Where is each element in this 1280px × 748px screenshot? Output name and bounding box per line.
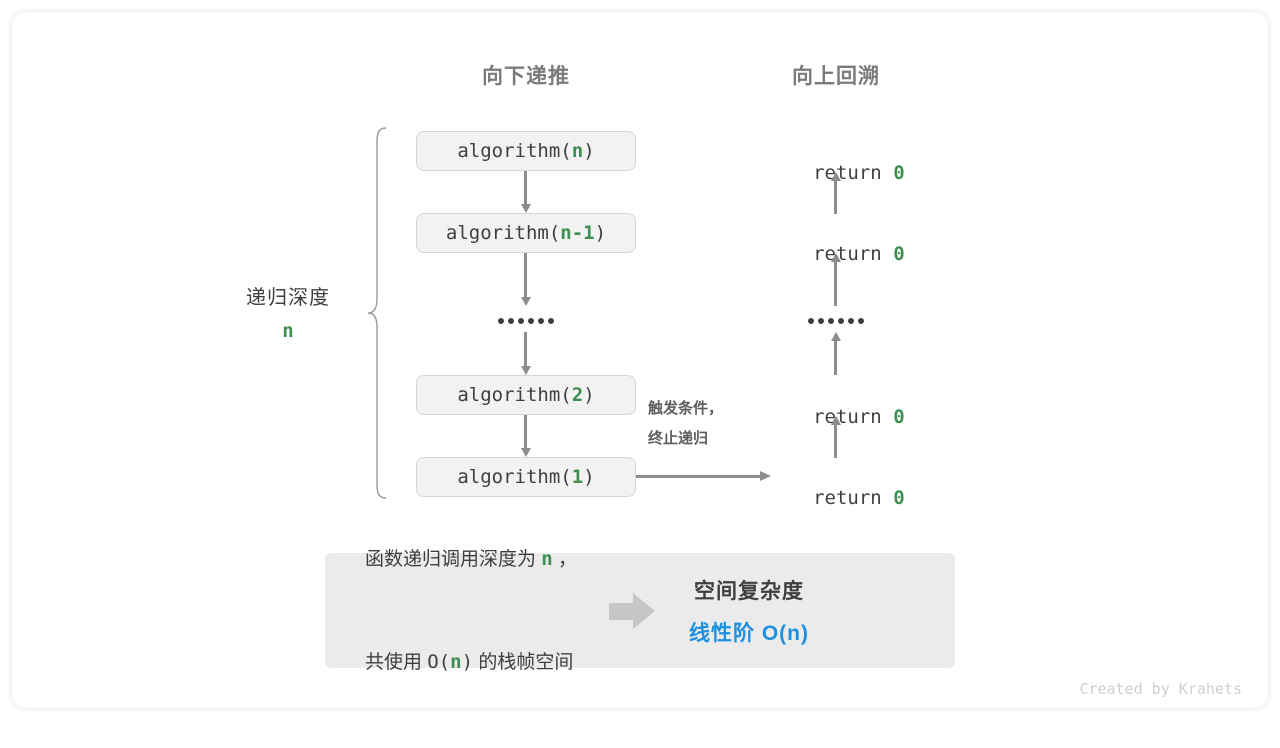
- arrow-tip: [633, 592, 656, 629]
- dot: [538, 318, 544, 324]
- dot: [528, 318, 534, 324]
- call-box-n-close: ): [583, 140, 595, 162]
- summary-line-1-pre: 函数递归调用深度为: [365, 548, 542, 570]
- return-keyword: return: [813, 162, 894, 184]
- diagram-stage: 向下递推 向上回溯 递归深度 n algorithm(n) algorithm(…: [246, 65, 1242, 698]
- summary-line-2-pre: 共使用: [365, 651, 428, 673]
- call-box-1-name: algorithm(: [457, 466, 572, 488]
- arrow-shaft: [834, 425, 837, 458]
- arrow-shaft: [524, 171, 527, 204]
- call-box-n-name: algorithm(: [457, 140, 572, 162]
- summary-line-2: 共使用 O(n) 的栈帧空间: [365, 645, 577, 680]
- ellipsis-right: [808, 318, 864, 324]
- arrow-head-up-icon: [831, 332, 841, 341]
- return-value: 0: [893, 487, 905, 509]
- column-header-descend: 向下递推: [482, 65, 570, 88]
- dot: [508, 318, 514, 324]
- dot: [808, 318, 814, 324]
- arrow-head-down-icon: [521, 448, 531, 457]
- terminate-condition-line1: 触发条件，: [648, 400, 724, 417]
- call-box-2-arg: 2: [571, 384, 584, 406]
- recursion-depth-label: 递归深度 n: [246, 281, 330, 342]
- arrow-head-up-icon: [831, 253, 841, 262]
- complexity-title: 空间复杂度: [694, 579, 804, 603]
- recursion-depth-text: 递归深度: [246, 287, 330, 309]
- recursion-depth-value: n: [282, 320, 294, 342]
- column-header-ascend: 向上回溯: [792, 65, 880, 88]
- call-box-1-arg: 1: [571, 466, 584, 488]
- call-box-2[interactable]: algorithm(2): [416, 375, 636, 415]
- dot: [848, 318, 854, 324]
- arrow-head-up-icon: [831, 172, 841, 181]
- dot: [548, 318, 554, 324]
- call-box-n[interactable]: algorithm(n): [416, 131, 636, 171]
- arrow-head-up-icon: [831, 416, 841, 425]
- return-value: 0: [893, 406, 905, 428]
- arrow-head-down-icon: [521, 297, 531, 306]
- return-value: 0: [893, 162, 905, 184]
- arrow-head-down-icon: [521, 204, 531, 213]
- return-value: 0: [893, 243, 905, 265]
- summary-line-2-close: ): [461, 650, 474, 673]
- terminate-arrow: [636, 471, 771, 482]
- call-box-2-name: algorithm(: [457, 384, 572, 406]
- arrow-shaft: [524, 332, 527, 366]
- arrow-tail: [609, 602, 636, 620]
- summary-line-1-var: n: [541, 547, 553, 570]
- call-box-n-1-arg: n-1: [560, 222, 595, 244]
- call-box-1-close: ): [583, 466, 595, 488]
- return-statement-3: return 0: [767, 384, 905, 450]
- summary-panel: 函数递归调用深度为 n ， 共使用 O(n) 的栈帧空间 空间复杂度 线性阶 O…: [325, 548, 955, 673]
- return-keyword: return: [813, 243, 894, 265]
- descend-arrow-1: [521, 171, 531, 213]
- arrow-shaft: [524, 253, 527, 297]
- arrow-head-down-icon: [521, 366, 531, 375]
- return-statement-1: return 0: [767, 140, 905, 206]
- summary-line-2-post: 的栈帧空间: [473, 651, 574, 673]
- call-box-n-1[interactable]: algorithm(n-1): [416, 213, 636, 253]
- summary-line-2-o: O(: [427, 650, 451, 673]
- descend-arrow-2: [521, 253, 531, 306]
- arrow-shaft: [834, 262, 837, 306]
- call-box-n-arg: n: [571, 140, 584, 162]
- arrow-shaft: [834, 181, 837, 214]
- ascend-arrow-2: [831, 253, 841, 306]
- arrow-head-right-icon: [760, 471, 771, 481]
- ellipsis-left: [498, 318, 554, 324]
- terminate-condition-label: 触发条件， 终止递归: [648, 394, 723, 454]
- call-box-1[interactable]: algorithm(1): [416, 457, 636, 497]
- call-box-n-1-name: algorithm(: [445, 222, 561, 244]
- dot: [858, 318, 864, 324]
- call-box-2-close: ): [583, 384, 595, 406]
- arrow-shaft: [834, 341, 837, 375]
- descend-arrow-4: [521, 415, 531, 457]
- call-box-n-1-close: ): [594, 222, 607, 244]
- summary-line-1: 函数递归调用深度为 n ，: [365, 542, 577, 577]
- summary-line-2-var: n: [450, 650, 462, 673]
- dot: [498, 318, 504, 324]
- ascend-arrow-1: [831, 172, 841, 214]
- arrow-shaft: [636, 475, 760, 478]
- summary-description: 函数递归调用深度为 n ， 共使用 O(n) 的栈帧空间: [365, 474, 577, 748]
- complexity-value: 线性阶 O(n): [689, 621, 809, 645]
- summary-line-1-post: ，: [552, 548, 578, 570]
- dot: [518, 318, 524, 324]
- ascend-arrow-3: [831, 332, 841, 375]
- return-statement-4: return 0: [767, 465, 905, 531]
- dot: [828, 318, 834, 324]
- ascend-arrow-4: [831, 416, 841, 458]
- summary-conclusion: 空间复杂度 线性阶 O(n): [689, 575, 809, 647]
- implies-arrow-icon: [609, 592, 656, 629]
- return-keyword: return: [813, 406, 894, 428]
- dot: [838, 318, 844, 324]
- dot: [818, 318, 824, 324]
- return-keyword: return: [813, 487, 894, 509]
- return-statement-2: return 0: [767, 221, 905, 287]
- terminate-condition-line2: 终止递归: [648, 430, 709, 447]
- descend-arrow-3: [521, 332, 531, 375]
- arrow-shaft: [524, 415, 527, 448]
- recursion-depth-brace: [367, 127, 387, 499]
- footer-credit: Created by Krahets: [1079, 680, 1242, 698]
